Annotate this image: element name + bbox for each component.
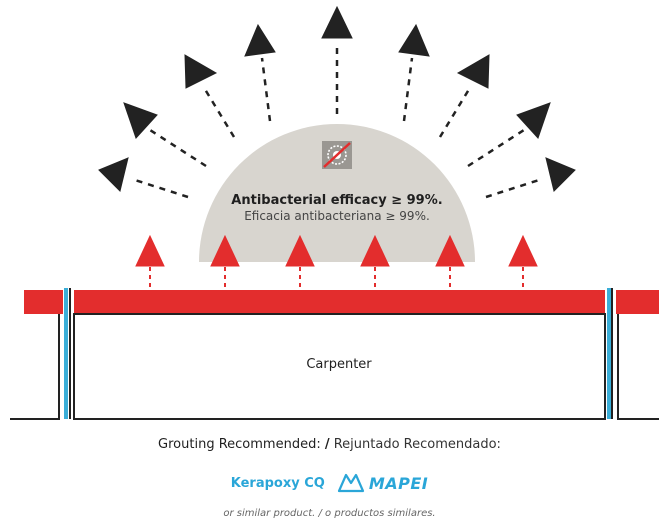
red-coating-right [616,290,659,314]
red-arrow [435,234,465,288]
grouting-label: Grouting Recommended: [158,437,321,452]
diagram: Antibacterial efficacy ≥ 99%. Eficacia a… [10,5,659,420]
brand-logo: MAPEI [337,473,428,493]
radial-arrow [467,102,551,168]
radial-arrows [98,5,576,199]
radial-arrow [123,102,207,168]
panel-outlines [10,288,659,420]
brand-name: MAPEI [368,473,429,493]
radial-arrow [438,54,490,138]
radial-arrow [184,54,236,138]
red-coating-left [24,290,63,314]
joint-left [64,288,68,419]
footnote: or similar product. / o productos simila… [223,508,436,519]
antibacterial-dome [199,124,475,262]
radial-arrow [485,157,576,199]
radial-arrow [398,23,430,122]
efficacy-title: Antibacterial efficacy ≥ 99%. [231,193,442,208]
product-name: Kerapoxy CQ [230,475,325,491]
radial-arrow [321,5,353,114]
panel-label: Carpenter [306,357,372,372]
radial-arrow [244,23,276,122]
efficacy-subtitle: Eficacia antibacteriana ≥ 99%. [244,209,430,223]
radial-arrow [98,157,189,199]
no-bacteria-icon [322,141,352,169]
red-arrows [135,234,538,288]
red-arrow [360,234,390,288]
grouting-label-es: Rejuntado Recomendado: [333,437,501,452]
red-arrow [210,234,240,288]
red-arrow [508,234,538,288]
red-arrow [135,234,165,288]
mapei-logo-icon [337,473,364,493]
red-arrow [285,234,315,288]
product-line: Kerapoxy CQ MAPEI [0,472,659,494]
red-coating-main [74,290,605,314]
grouting-separator: / [324,437,330,452]
joint-right [607,288,611,419]
grouting-recommendation: Grouting Recommended: / Rejuntado Recome… [0,437,659,452]
